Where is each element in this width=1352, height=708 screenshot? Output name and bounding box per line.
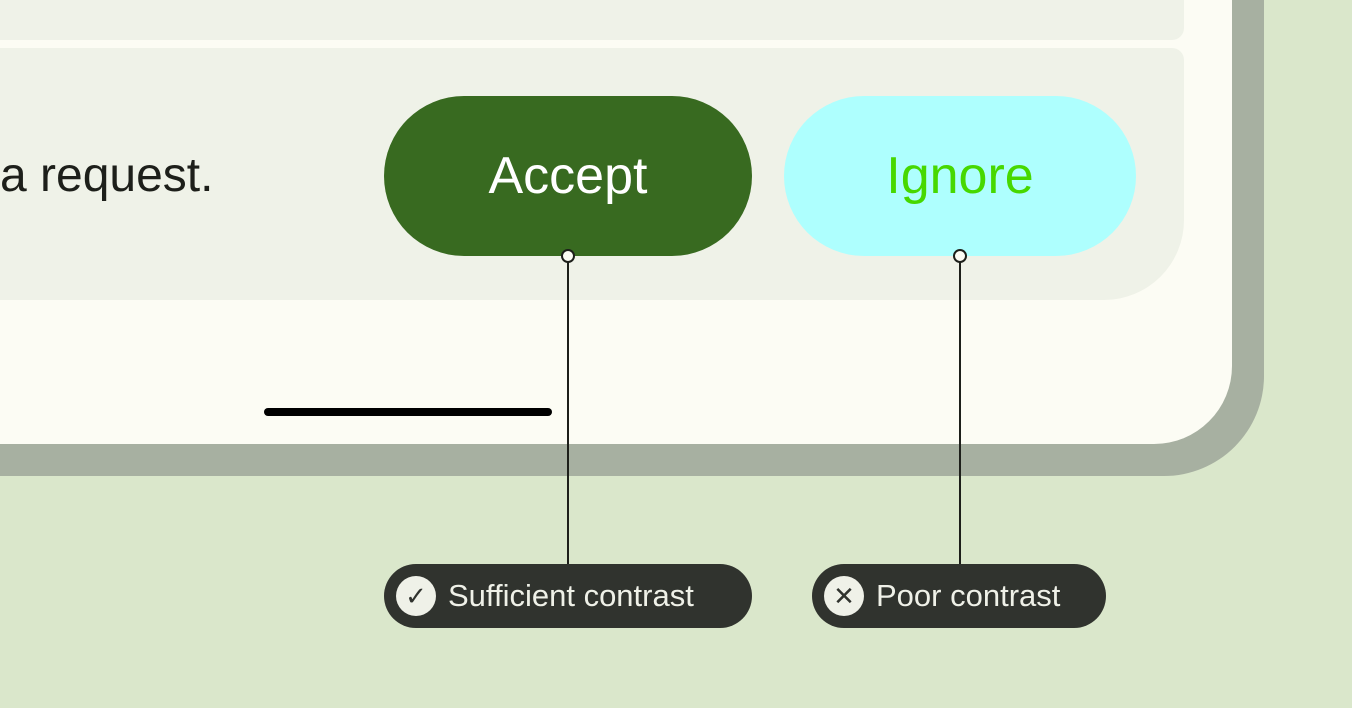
check-circle-icon: ✓ bbox=[396, 576, 436, 616]
callout-dot-accept bbox=[561, 249, 575, 263]
poor-contrast-label: ✕ Poor contrast bbox=[812, 564, 1106, 628]
x-circle-icon: ✕ bbox=[824, 576, 864, 616]
callout-dot-ignore bbox=[953, 249, 967, 263]
callout-line-ignore bbox=[959, 262, 961, 564]
card-top bbox=[0, 0, 1184, 40]
sufficient-contrast-label: ✓ Sufficient contrast bbox=[384, 564, 752, 628]
callout-line-accept bbox=[567, 262, 569, 564]
gesture-handle bbox=[264, 408, 552, 416]
sufficient-contrast-text: Sufficient contrast bbox=[448, 578, 694, 613]
message-text: a request. bbox=[0, 149, 214, 202]
poor-contrast-text: Poor contrast bbox=[876, 578, 1061, 613]
ignore-button[interactable]: Ignore bbox=[784, 96, 1136, 256]
accept-button[interactable]: Accept bbox=[384, 96, 752, 256]
